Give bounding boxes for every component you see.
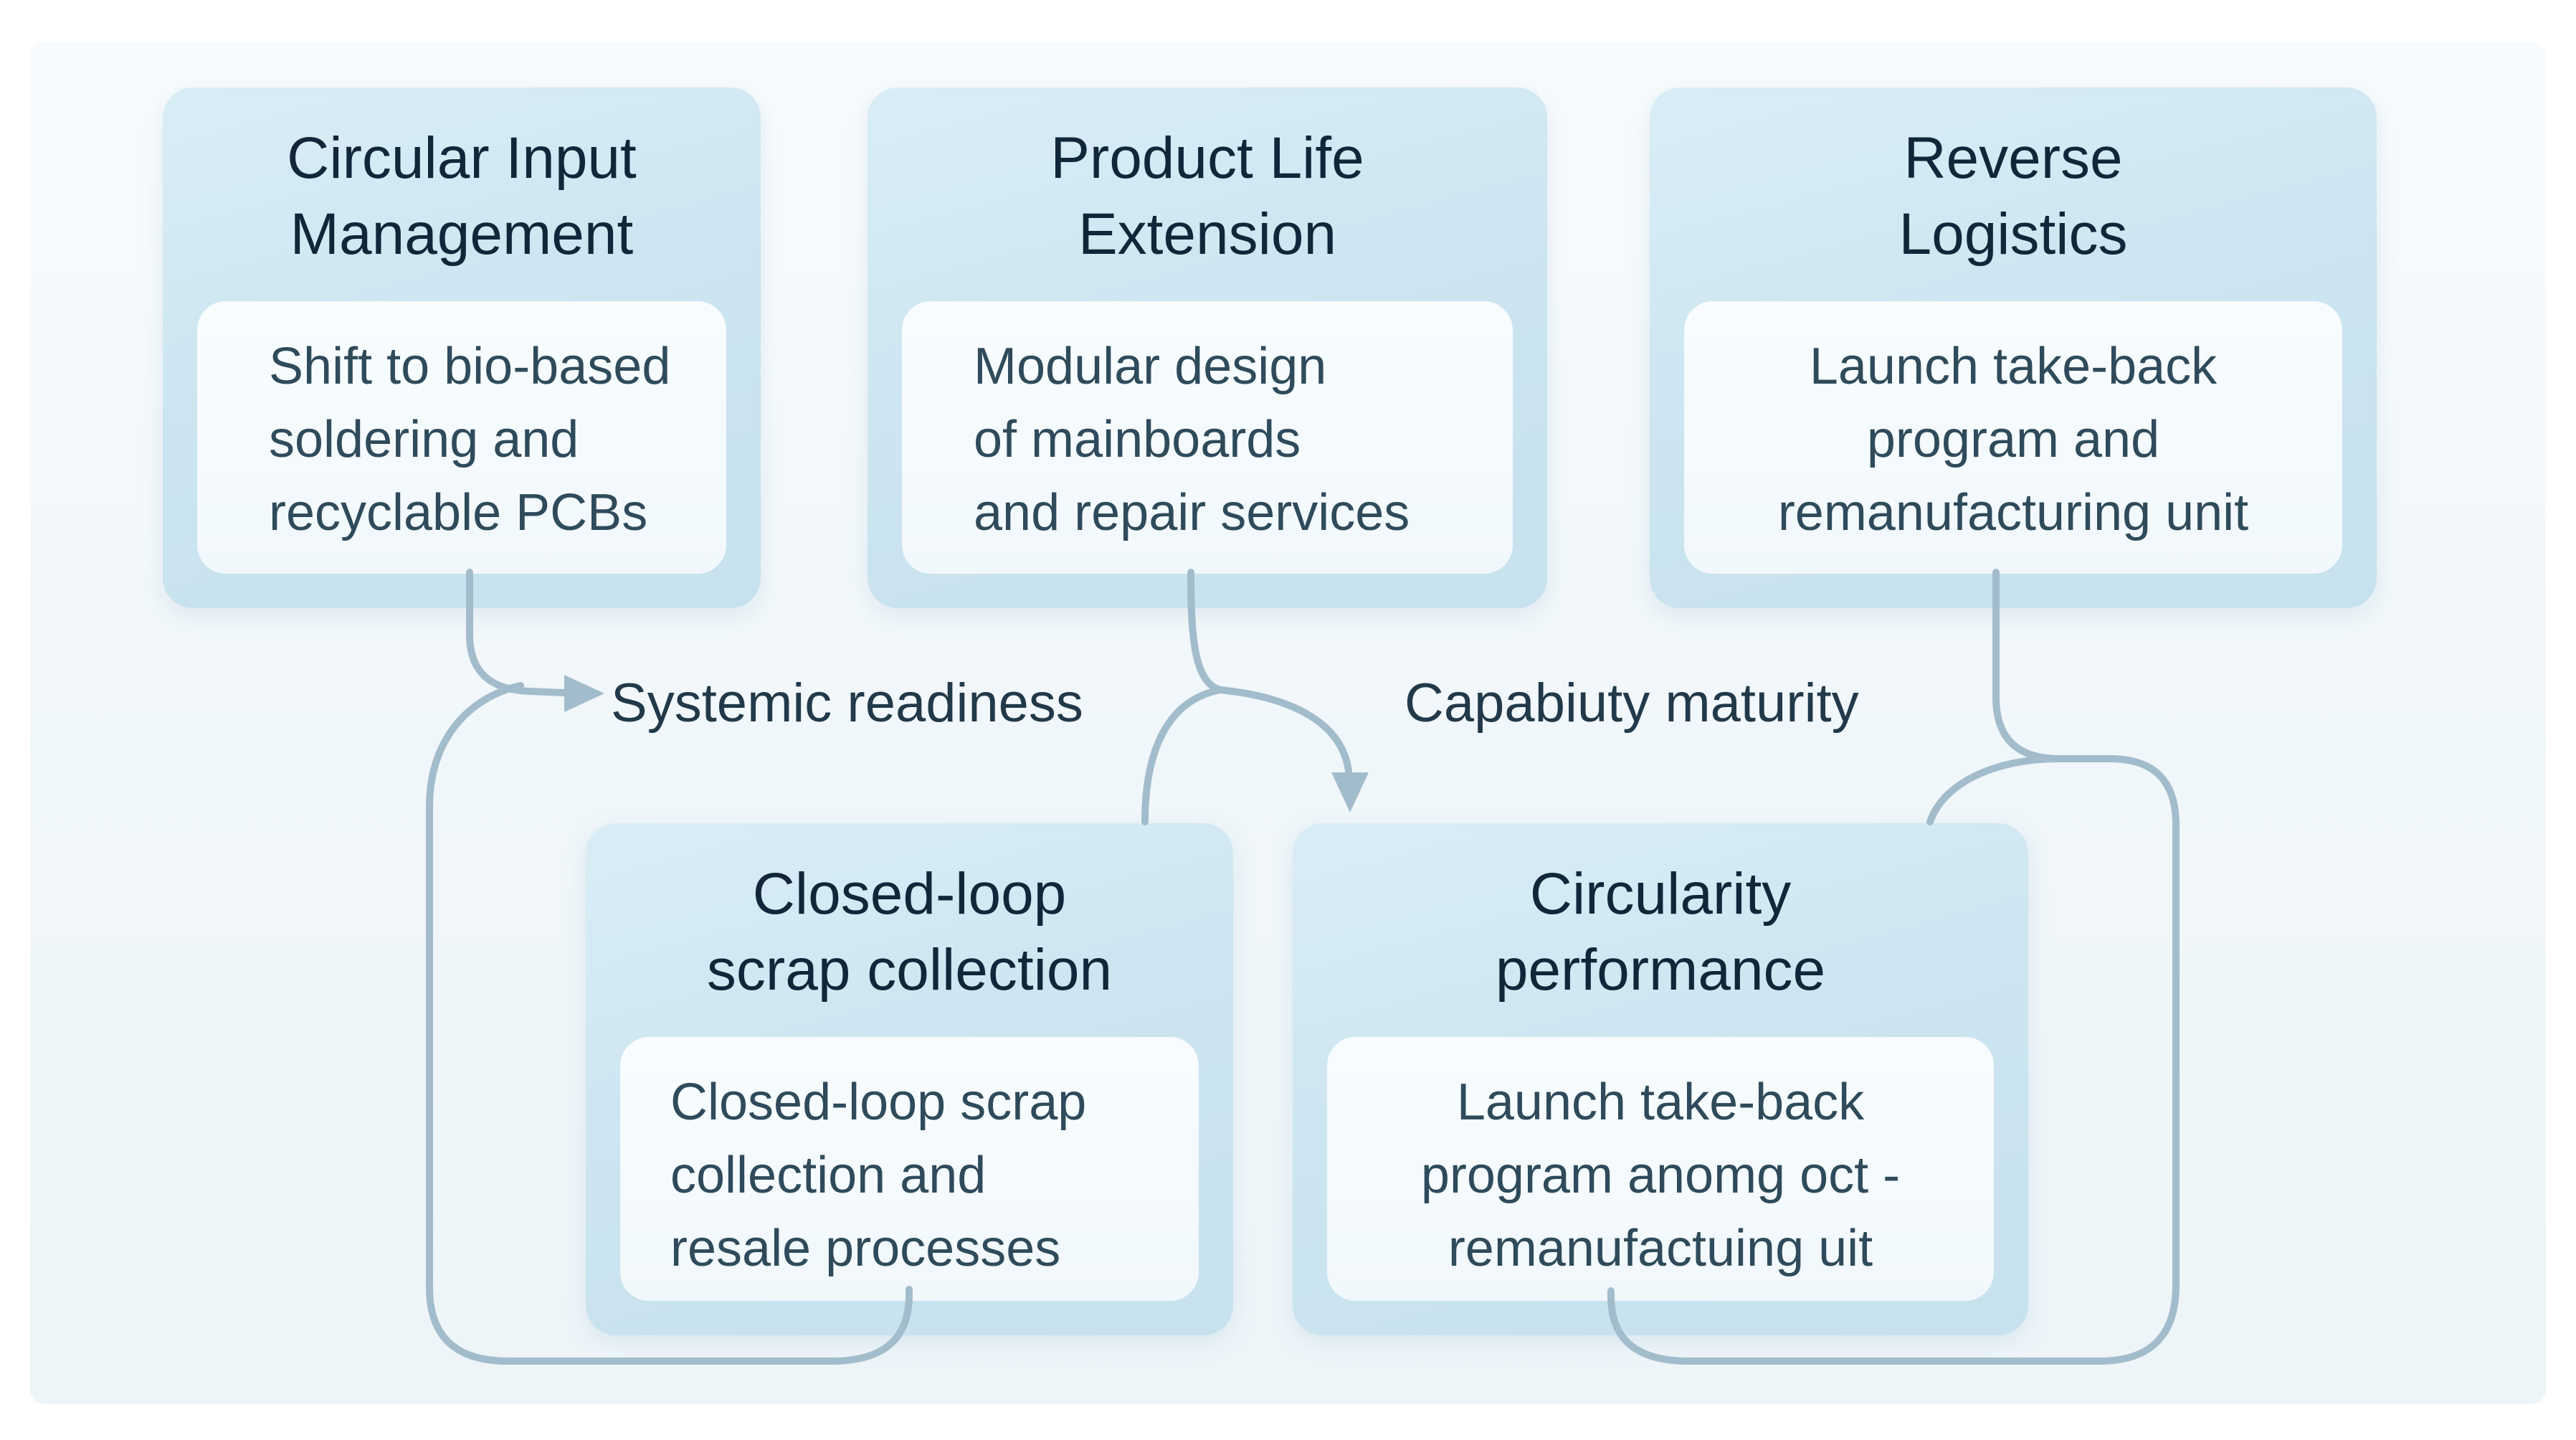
node-title: Circularity performance bbox=[1495, 861, 1826, 1003]
node-detail-card: Launch take-back program and remanufactu… bbox=[1684, 301, 2342, 574]
edge-label-capability-maturity: Capabiuty maturity bbox=[1405, 673, 1859, 734]
node-title: Product Life Extension bbox=[1050, 125, 1364, 267]
node-body: Launch take-back program and remanufactu… bbox=[1777, 338, 2249, 541]
node-detail-card: Shift to bio-based soldering and recycla… bbox=[197, 301, 726, 574]
node-body: Closed-loop scrap collection and resale … bbox=[670, 1074, 1087, 1277]
node-title: Reverse Logistics bbox=[1898, 125, 2128, 267]
node-product-life-extension: Product Life Extension Modular design of… bbox=[868, 87, 1547, 608]
node-reverse-logistics: Reverse Logistics Launch take-back progr… bbox=[1650, 87, 2377, 608]
node-circular-input-management: Circular Input Management Shift to bio-b… bbox=[163, 87, 761, 608]
node-body: Shift to bio-based soldering and recycla… bbox=[269, 338, 671, 541]
node-closed-loop-scrap-collection: Closed-loop scrap collection Closed-loop… bbox=[586, 823, 1233, 1335]
node-circularity-performance: Circularity performance Launch take-back… bbox=[1293, 823, 2028, 1335]
node-detail-card: Launch take-back program anomg oct - rem… bbox=[1327, 1037, 1994, 1301]
node-detail-card: Closed-loop scrap collection and resale … bbox=[620, 1037, 1199, 1301]
node-title: Circular Input Management bbox=[287, 125, 637, 267]
edge-label-systemic-readiness: Systemic readiness bbox=[611, 673, 1083, 734]
node-body: Launch take-back program anomg oct - rem… bbox=[1420, 1074, 1901, 1277]
node-body: Modular design of mainboards and repair … bbox=[974, 338, 1410, 541]
node-detail-card: Modular design of mainboards and repair … bbox=[902, 301, 1513, 574]
node-title: Closed-loop scrap collection bbox=[706, 861, 1113, 1003]
